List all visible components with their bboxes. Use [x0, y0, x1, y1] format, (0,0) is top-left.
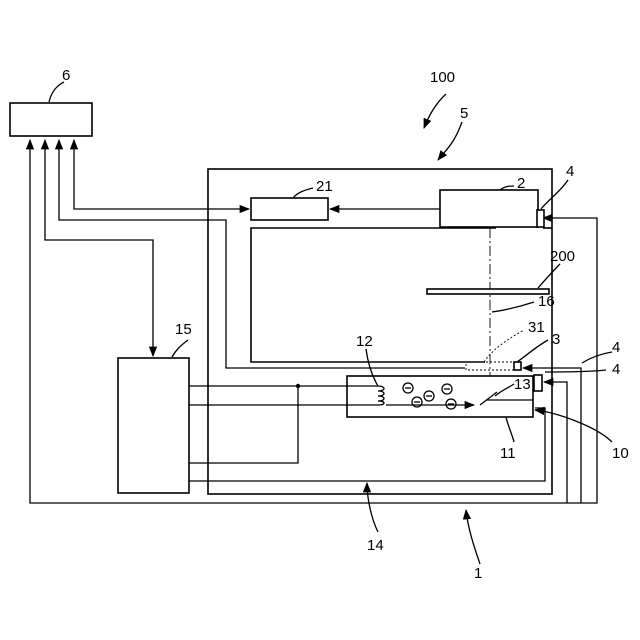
- leader-200: [538, 264, 560, 288]
- leader-100: [424, 94, 446, 128]
- label-3: 3: [552, 331, 560, 348]
- leader-4-top: [541, 180, 568, 209]
- leader-10: [535, 410, 612, 442]
- label-4-low: 4: [612, 361, 620, 378]
- label-15: 15: [175, 321, 192, 338]
- label-5: 5: [460, 105, 468, 122]
- box-11: [347, 376, 533, 417]
- leader-21: [293, 188, 313, 198]
- wire-15-c: [189, 386, 298, 463]
- label-11: 11: [500, 445, 516, 462]
- label-12: 12: [356, 333, 373, 350]
- label-31: 31: [528, 319, 545, 336]
- box-2: [440, 190, 538, 227]
- label-2: 2: [517, 175, 525, 192]
- label-200: 200: [550, 248, 575, 265]
- leader-1: [466, 510, 480, 564]
- sensor-4-low: [534, 375, 542, 391]
- sensor-3: [514, 362, 521, 370]
- leader-14: [367, 483, 378, 532]
- label-10: 10: [612, 445, 629, 462]
- box-21: [251, 198, 328, 220]
- label-4-mid: 4: [612, 339, 620, 356]
- line-6-to-21: [74, 140, 249, 209]
- box-6: [10, 103, 92, 136]
- inner-chamber: [251, 228, 496, 362]
- junction-dot: [296, 384, 300, 388]
- label-16: 16: [538, 293, 555, 310]
- line-6-to-15: [45, 140, 153, 356]
- leader-11: [506, 417, 514, 442]
- leader-16: [492, 302, 534, 312]
- leader-5: [438, 122, 462, 160]
- leader-3: [517, 340, 548, 362]
- label-100: 100: [430, 69, 455, 86]
- leader-15: [172, 340, 188, 357]
- box-15: [118, 358, 189, 493]
- sensor-4-top: [537, 210, 544, 227]
- label-13: 13: [514, 376, 531, 393]
- line-6-to-3: [59, 140, 465, 368]
- bus-line-c: [189, 408, 545, 481]
- label-21: 21: [316, 178, 333, 195]
- leader-6: [49, 82, 64, 102]
- label-6: 6: [62, 67, 70, 84]
- bus-line-a: [544, 382, 567, 503]
- label-4-top: 4: [566, 163, 574, 180]
- label-14: 14: [367, 537, 384, 554]
- sample-200: [427, 289, 549, 294]
- label-1: 1: [474, 565, 482, 582]
